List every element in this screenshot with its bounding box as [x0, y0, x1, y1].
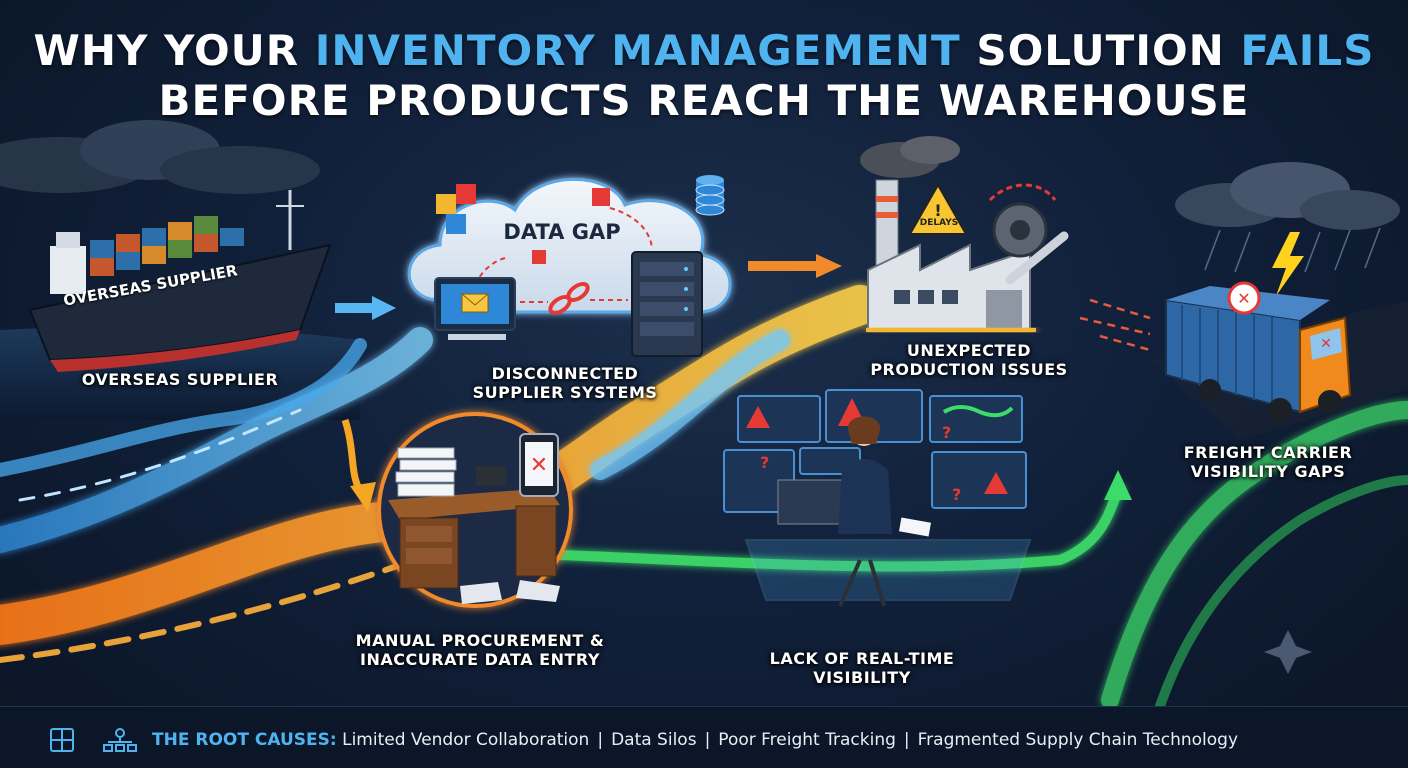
- cause-item: Fragmented Supply Chain Technology: [917, 730, 1239, 750]
- broken-link-icon: [548, 282, 590, 315]
- footer-icons: [50, 728, 137, 752]
- svg-text:✕: ✕: [1320, 336, 1332, 352]
- arrow-to-procurement-icon: [350, 482, 376, 512]
- cause-item: Limited Vendor Collaboration: [342, 730, 590, 750]
- storm-cloud-left: [0, 120, 320, 194]
- error-icon: [1227, 281, 1261, 315]
- data-gap-label: DATA GAP: [503, 220, 621, 244]
- delays-sign-text: DELAYS: [919, 218, 959, 228]
- factory: !: [860, 136, 1069, 332]
- page-title: WHY YOUR INVENTORY MANAGEMENT SOLUTION F…: [33, 26, 1375, 125]
- svg-text:?: ?: [952, 485, 961, 504]
- svg-text:✕: ✕: [1237, 289, 1250, 308]
- database-icon: [695, 175, 725, 216]
- arrow-to-freight-icon: [1104, 470, 1132, 500]
- computer-icon: [434, 277, 516, 340]
- warning-sign-icon: [908, 182, 968, 235]
- phone-error-icon: ✕: [519, 433, 559, 497]
- flow-arrows: [335, 254, 1151, 512]
- svg-text:?: ?: [760, 453, 769, 472]
- server-icon: [631, 251, 703, 357]
- arrow-to-production-icon: [816, 254, 842, 278]
- paper-stack-icon: [395, 447, 457, 497]
- lightning-icon: [1272, 232, 1304, 296]
- root-causes-heading: THE ROOT CAUSES:: [152, 730, 337, 750]
- freight-truck: ✕ ✕: [1150, 281, 1408, 440]
- scene-illustration: !: [0, 120, 1408, 706]
- svg-text:✕: ✕: [530, 453, 548, 478]
- data-gap-cloud: [407, 177, 732, 357]
- org-chart-icon: [103, 728, 137, 752]
- cause-item: Poor Freight Tracking: [718, 730, 896, 750]
- procurement-desk: ✕: [377, 412, 573, 608]
- root-causes-footer: THE ROOT CAUSES: Limited Vendor Collabor…: [0, 706, 1408, 768]
- control-room: ? ? ?: [723, 389, 1032, 607]
- phone-icon: [476, 466, 506, 486]
- puzzle-pieces-icon: [436, 184, 476, 234]
- svg-text:?: ?: [942, 423, 951, 442]
- puzzle-piece-icon: [532, 250, 546, 264]
- label-overseas-supplier: OVERSEAS SUPPLIER: [81, 370, 279, 389]
- root-causes-text: THE ROOT CAUSES: Limited Vendor Collabor…: [152, 730, 1239, 750]
- gear-wrench-icon: [992, 202, 1069, 285]
- storm-cloud-right: [1175, 162, 1400, 296]
- puzzle-piece-icon: [592, 188, 610, 206]
- label-manual-procurement: MANUAL PROCUREMENT &INACCURATE DATA ENTR…: [355, 631, 605, 669]
- arrow-to-systems-icon: [372, 296, 396, 320]
- cause-item: Data Silos: [611, 730, 697, 750]
- svg-text:!: !: [934, 201, 941, 220]
- cargo-ship: [28, 190, 332, 372]
- puzzle-icon: [50, 728, 74, 752]
- sparkle-icon: [1264, 630, 1312, 674]
